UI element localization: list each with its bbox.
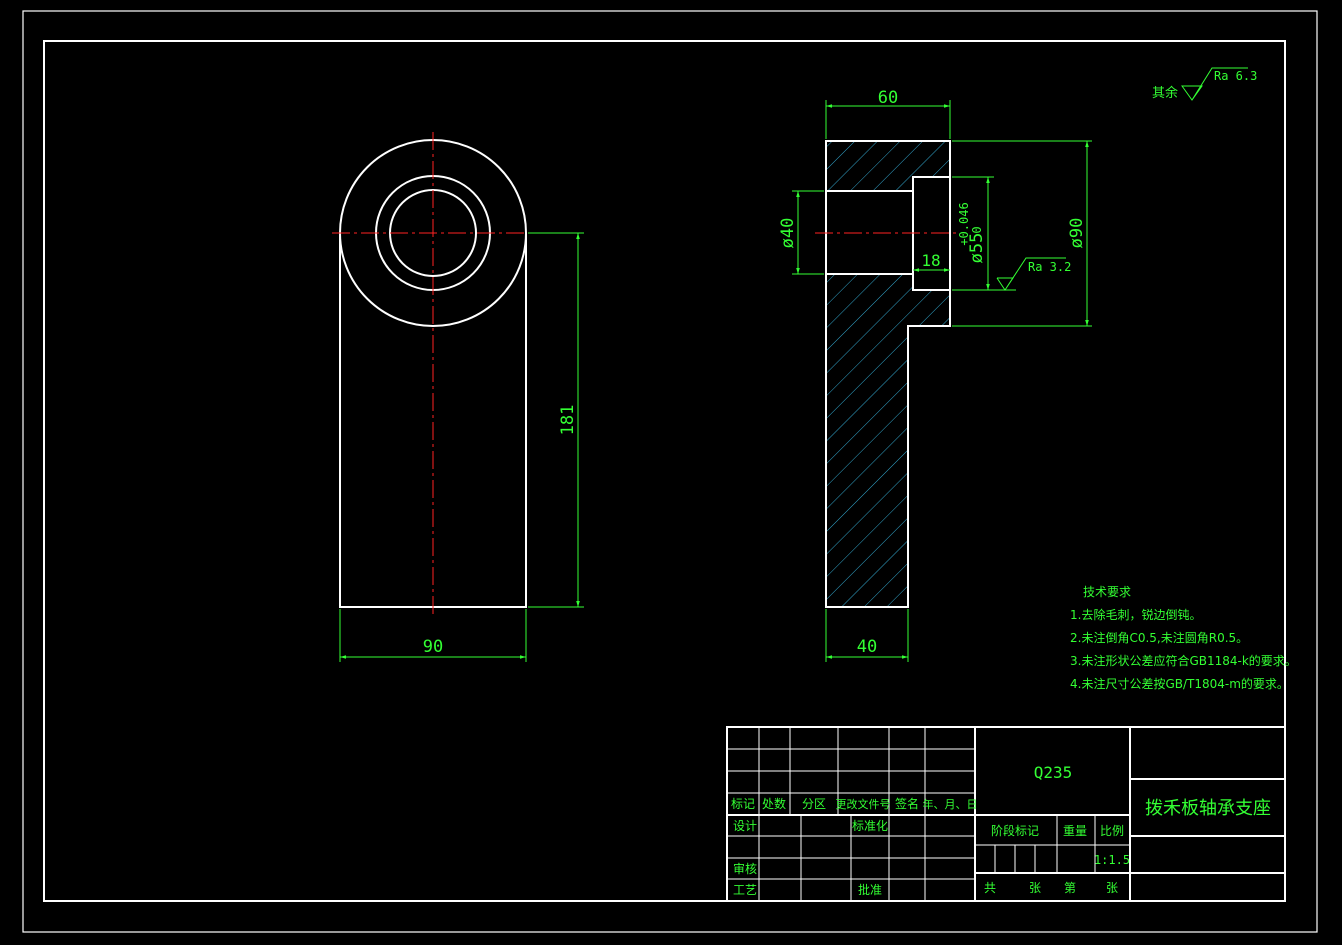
dim-bottom-width-40: 40 (857, 637, 877, 657)
rev-header-mark: 标记 (731, 797, 755, 811)
scale-value: 1:1.5 (1094, 853, 1130, 867)
title-block (726, 726, 1286, 902)
label-sheet-no: 第 (1064, 881, 1076, 895)
hatch-bottom (826, 274, 950, 607)
dim-width-90: 90 (423, 637, 443, 657)
tolerance-upper: +0.046 (957, 202, 971, 245)
front-view: 90 181 (332, 132, 584, 662)
rev-header-doc: 更改文件号 (836, 797, 891, 811)
label-sheet-unit2: 张 (1106, 881, 1118, 895)
label-approve: 批准 (858, 882, 882, 897)
rev-header-sign: 签名 (895, 796, 919, 811)
section-outline (825, 140, 951, 608)
label-scale: 比例 (1100, 824, 1124, 838)
tech-req-item-3: 3.未注形状公差应符合GB1184-k的要求。 (1070, 653, 1297, 668)
part-name: 拨禾板轴承支座 (1145, 798, 1271, 819)
label-weight: 重量 (1063, 824, 1087, 838)
tech-req-item-4: 4.未注尺寸公差按GB/T1804-m的要求。 (1070, 676, 1289, 691)
dim-height-181: 181 (558, 405, 578, 436)
roughness-symbol-general (1181, 67, 1248, 101)
label-sheets-unit: 张 (1029, 881, 1041, 895)
section-view: 60 40 ø40 ø55 +0.046 0 18 Ra 3.2 ø90 (778, 88, 1092, 662)
tech-req-item-1: 1.去除毛刺，锐边倒钝。 (1070, 607, 1201, 622)
outer-border (22, 10, 1318, 933)
dim-counterbore-55: ø55 (967, 233, 987, 264)
inner-frame (43, 40, 1286, 902)
roughness-bore-value: Ra 3.2 (1028, 260, 1071, 274)
title-block-text: 标记 处数 分区 更改文件号 签名 年、月、日 设计 标准化 审核 工艺 批准 … (731, 763, 1271, 897)
label-stage-mark: 阶段标记 (991, 823, 1039, 838)
roughness-note-value: Ra 6.3 (1214, 69, 1257, 83)
dim-top-width-60: 60 (878, 88, 898, 108)
label-design: 设计 (733, 819, 757, 833)
dim-depth-18: 18 (921, 251, 940, 270)
roughness-note-label: 其余 (1152, 85, 1178, 101)
roughness-symbol-bore (996, 257, 1066, 291)
dim-bore-40: ø40 (778, 218, 798, 249)
tech-requirements: 技术要求 1.去除毛刺，锐边倒钝。 2.未注倒角C0.5,未注圆角R0.5。 3… (1070, 585, 1297, 691)
roughness-note: 其余 Ra 6.3 (1152, 67, 1257, 101)
label-sheets-total: 共 (984, 881, 996, 895)
dim-outer-90: ø90 (1067, 218, 1087, 249)
rev-header-date: 年、月、日 (923, 797, 978, 811)
tech-req-title: 技术要求 (1083, 585, 1131, 599)
label-standardization: 标准化 (852, 819, 888, 833)
material: Q235 (1034, 763, 1073, 782)
rev-header-count: 处数 (762, 796, 786, 811)
tolerance-lower: 0 (970, 226, 984, 233)
label-process: 工艺 (733, 883, 757, 897)
hatch-top (826, 141, 950, 191)
tech-req-item-2: 2.未注倒角C0.5,未注圆角R0.5。 (1070, 630, 1248, 645)
rev-header-zone: 分区 (802, 797, 826, 811)
label-review: 审核 (733, 861, 757, 876)
